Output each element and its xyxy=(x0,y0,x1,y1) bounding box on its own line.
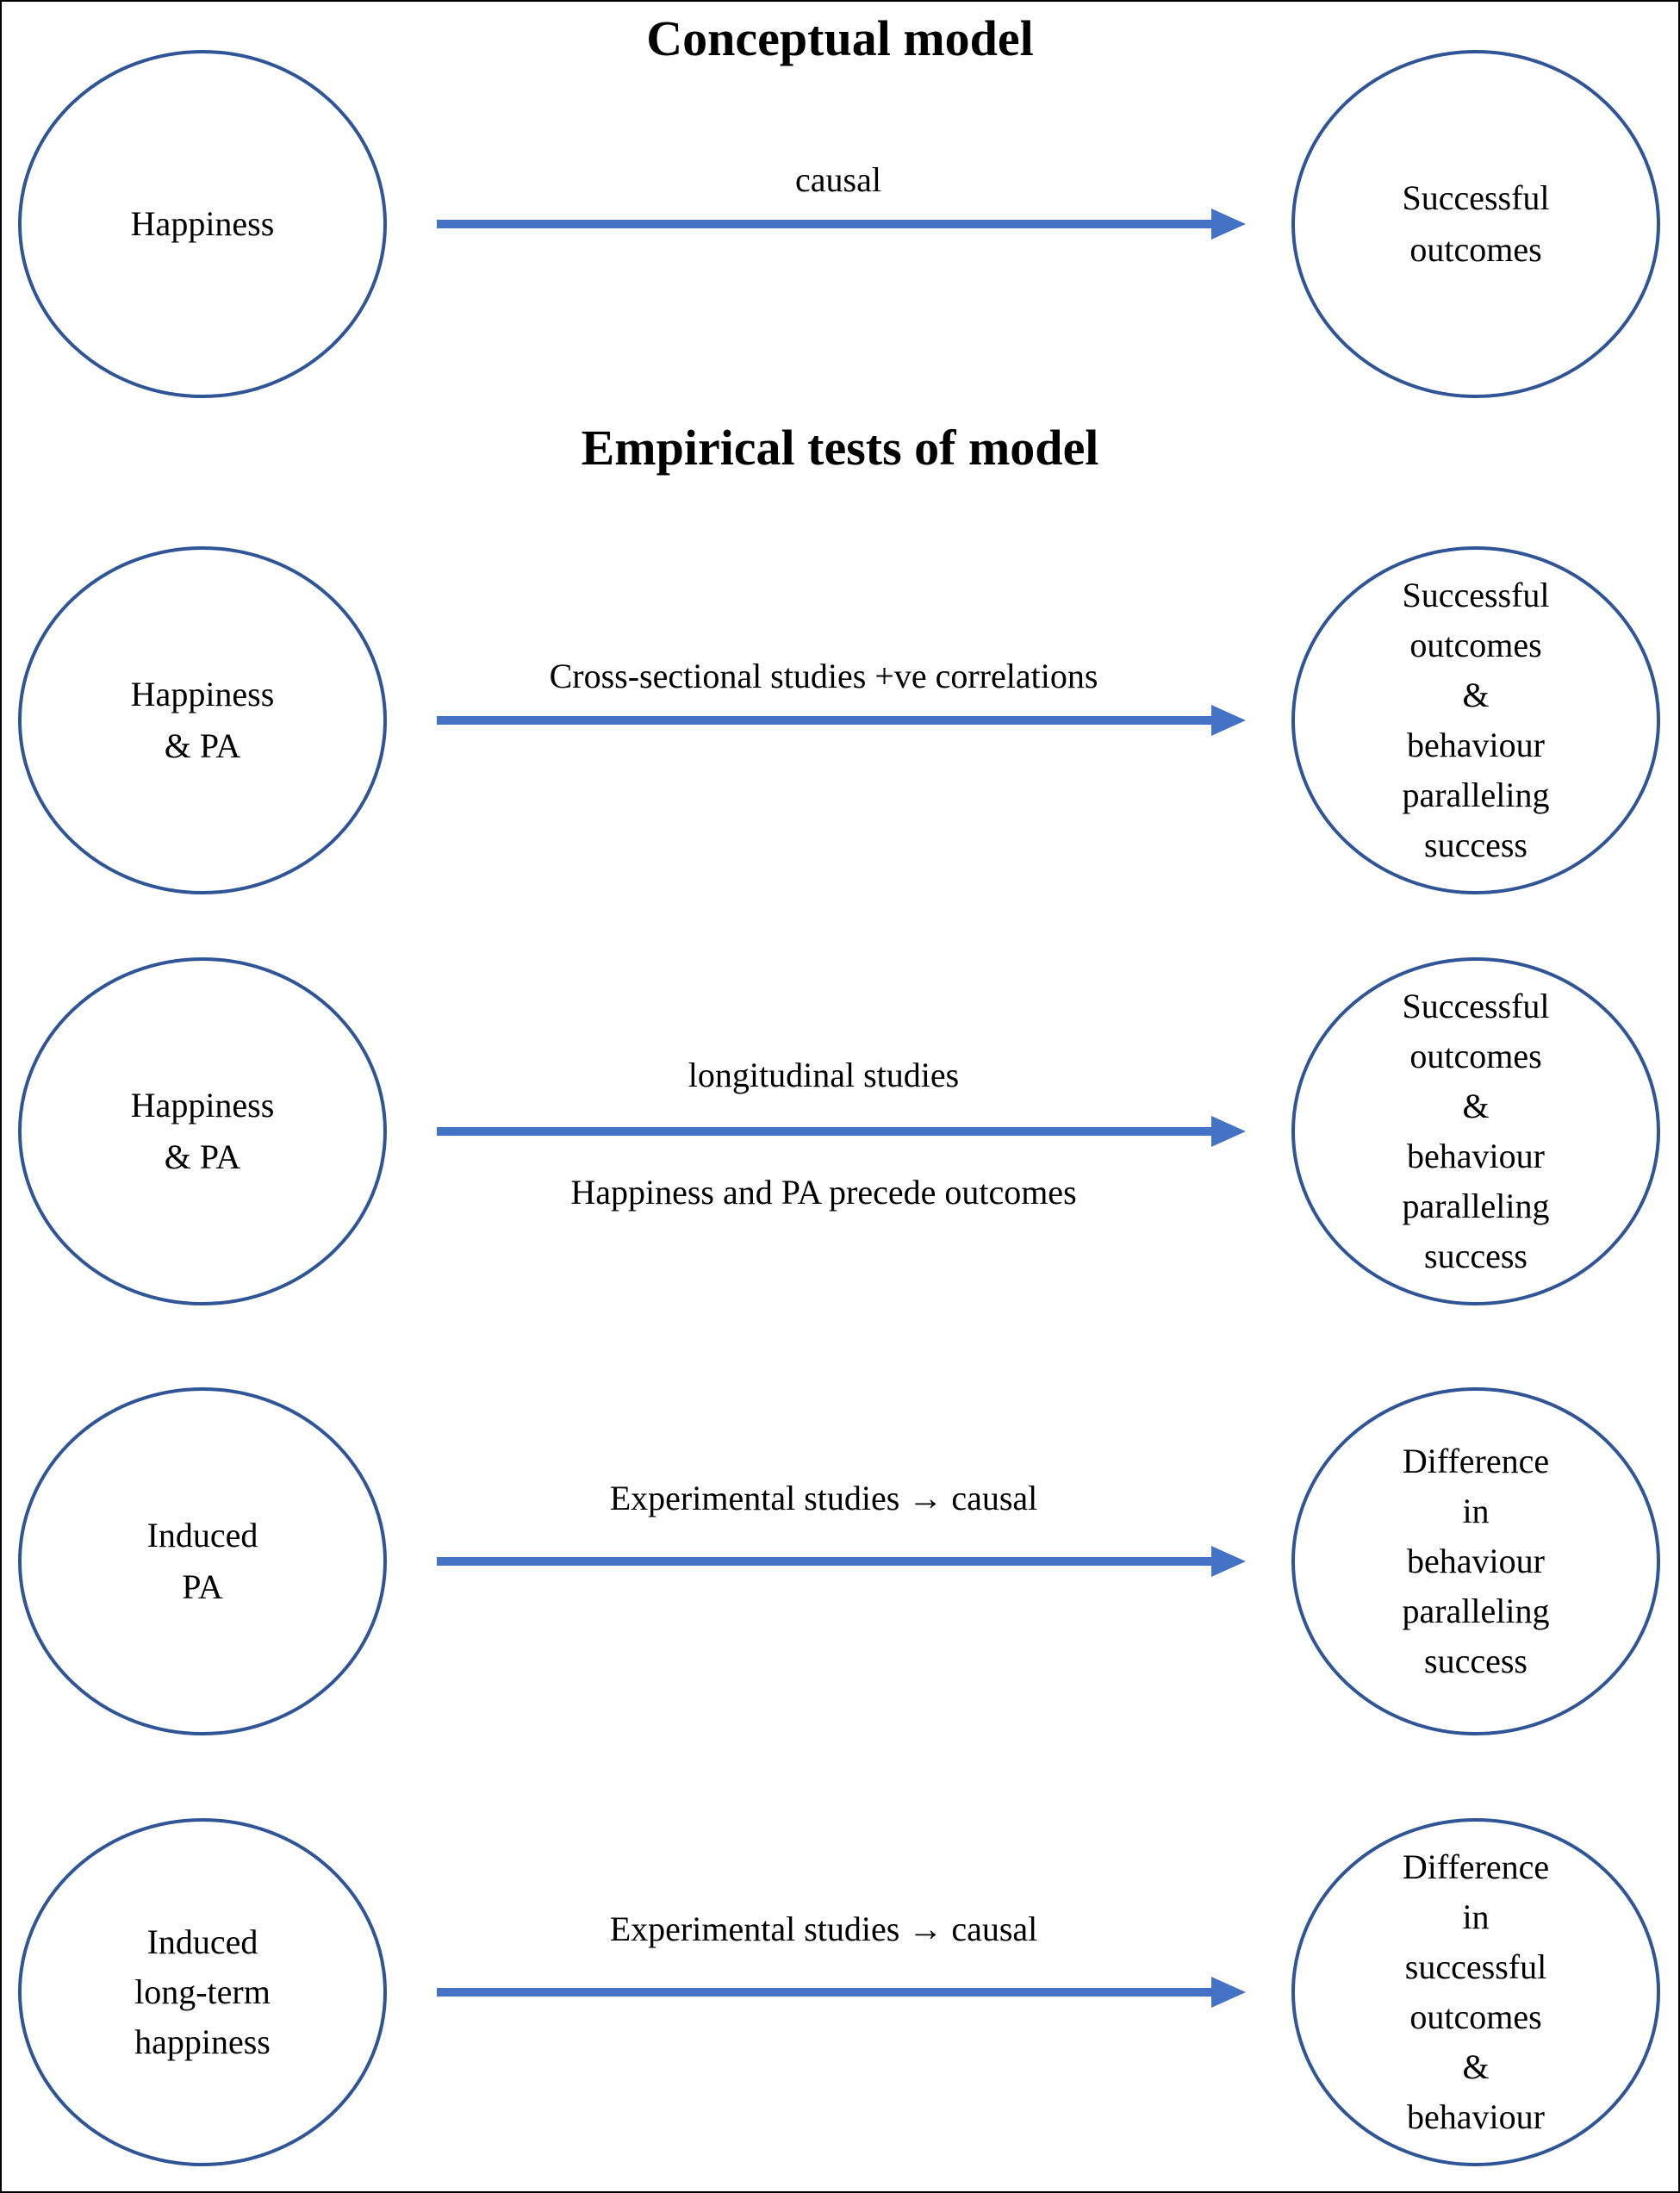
target-node-label-line: Successful xyxy=(1402,987,1549,1025)
source-node-label-line: PA xyxy=(182,1567,223,1606)
target-node xyxy=(1291,50,1660,398)
edge-label-above: causal xyxy=(795,160,881,199)
target-node-label-line: in xyxy=(1462,1897,1489,1936)
target-node xyxy=(1291,1387,1660,1735)
source-node-label-line: Happiness xyxy=(131,1086,275,1125)
edge-label-above: Cross-sectional studies +ve correlations xyxy=(550,657,1098,695)
target-node-label-line: in xyxy=(1462,1492,1489,1530)
arrow-head xyxy=(1211,209,1246,240)
target-node-label-line: Difference xyxy=(1403,1442,1549,1480)
arrow-head xyxy=(1211,1546,1246,1577)
source-node xyxy=(18,546,387,894)
arrow-head xyxy=(1211,1116,1246,1147)
target-node-label-line: & xyxy=(1462,1087,1489,1125)
source-node-label-line: Induced xyxy=(147,1922,258,1961)
target-node-label-line: & xyxy=(1462,2047,1489,2086)
target-node-label-line: outcomes xyxy=(1409,1037,1541,1075)
target-node xyxy=(1291,546,1660,894)
diagram-row: Happiness & PA Successful outcomes & behaviou… xyxy=(18,546,1660,894)
diagram-row: Happiness Successful outcomes causal xyxy=(18,50,1660,398)
edge-label-below: Happiness and PA precede outcomes xyxy=(570,1173,1076,1212)
arrow-head xyxy=(1211,705,1246,736)
target-node-label-line: paralleling xyxy=(1402,1187,1549,1225)
target-node-label-line: behaviour xyxy=(1407,1542,1545,1580)
target-node-label-line: outcomes xyxy=(1409,626,1541,664)
target-node-label-line: Difference xyxy=(1403,1847,1549,1886)
source-node xyxy=(18,50,387,398)
target-node-label-line: Successful xyxy=(1402,178,1549,217)
source-node-label-line: & PA xyxy=(165,1137,241,1176)
target-node-label-line: Successful xyxy=(1402,576,1549,614)
source-node-label-line: & PA xyxy=(165,726,241,765)
target-node-label-line: paralleling xyxy=(1402,776,1549,814)
target-node-label-line: success xyxy=(1424,1237,1528,1275)
diagram-row: Happiness & PA Successful outcomes & behaviou… xyxy=(18,957,1660,1305)
target-node-label-line: success xyxy=(1424,1642,1528,1680)
source-node xyxy=(18,1387,387,1735)
diagram-row: Induced long-term happiness Difference in suc… xyxy=(18,1818,1660,2166)
edge-label-above: Experimental studies → causal xyxy=(610,1910,1038,1948)
diagram-rows: HappinessSuccessfuloutcomescausalHappine… xyxy=(18,50,1660,2166)
source-node-label-line: Happiness xyxy=(131,675,275,713)
target-node-label-line: behaviour xyxy=(1407,2097,1545,2136)
target-node-label-line: success xyxy=(1424,825,1528,864)
target-node-label-line: behaviour xyxy=(1407,726,1545,764)
source-node xyxy=(18,957,387,1305)
conceptual-model-heading: Conceptual model xyxy=(646,10,1034,66)
target-node xyxy=(1291,1818,1660,2166)
source-node xyxy=(18,1818,387,2166)
arrow-head xyxy=(1211,1977,1246,2008)
target-node-label-line: successful xyxy=(1405,1947,1546,1986)
empirical-tests-heading: Empirical tests of model xyxy=(582,420,1099,476)
target-node-label-line: paralleling xyxy=(1402,1592,1549,1630)
edge-label-above: longitudinal studies xyxy=(688,1056,959,1094)
target-node-label-line: behaviour xyxy=(1407,1137,1545,1175)
target-node-label-line: outcomes xyxy=(1409,1997,1541,2036)
source-node-label-line: long-term xyxy=(134,1972,271,2011)
source-node-label-line: happiness xyxy=(134,2022,271,2061)
target-node xyxy=(1291,957,1660,1305)
edge-label-above: Experimental studies → causal xyxy=(610,1479,1038,1517)
target-node-label-line: & xyxy=(1462,676,1489,714)
target-node-label-line: outcomes xyxy=(1409,230,1541,269)
source-node-label-line: Induced xyxy=(147,1516,258,1554)
source-node-label-line: Happiness xyxy=(131,204,275,243)
